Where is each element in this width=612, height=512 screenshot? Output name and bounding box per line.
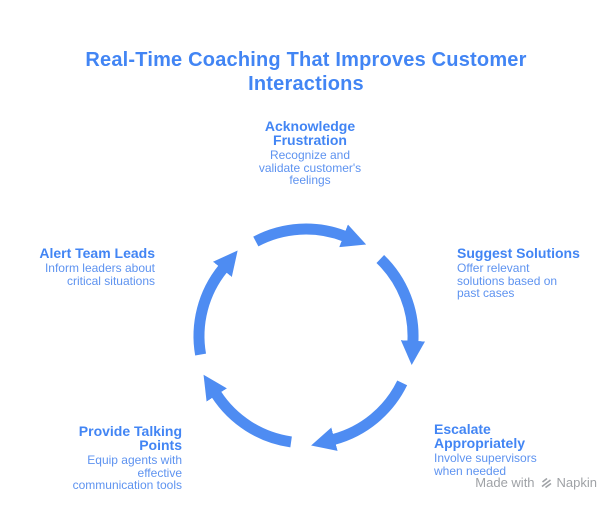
cycle-step-acknowledge-frustration: Acknowledge Frustration Recognize and va… <box>235 119 385 187</box>
step-description: Inform leaders about critical situations <box>44 261 155 288</box>
cycle-step-alert-team-leads: Alert Team Leads Inform leaders about cr… <box>25 246 155 287</box>
watermark-brand: Napkin <box>556 475 597 490</box>
cycle-arc-bottom-left <box>203 374 292 448</box>
step-heading: Alert Team Leads <box>39 245 155 261</box>
step-heading: Escalate Appropriately <box>434 421 526 451</box>
step-description: Offer relevant solutions based on past c… <box>457 261 558 300</box>
step-heading: Provide Talking Points <box>78 423 182 453</box>
watermark-prefix: Made with <box>475 475 535 490</box>
made-with-napkin-watermark[interactable]: Made with Napkin <box>475 475 597 490</box>
cycle-step-suggest-solutions: Suggest Solutions Offer relevant solutio… <box>457 246 602 300</box>
step-description: Involve supervisors when needed <box>434 451 537 478</box>
cycle-arc-bottom-right <box>311 380 408 451</box>
cycle-arc-right <box>376 255 426 365</box>
napkin-logo-icon <box>541 477 552 488</box>
step-description: Equip agents with effective communicatio… <box>72 453 182 492</box>
cycle-arc-top <box>253 223 367 248</box>
cycle-step-escalate-appropriately: Escalate Appropriately Involve superviso… <box>434 422 564 477</box>
step-description: Recognize and validate customer's feelin… <box>258 148 362 187</box>
step-heading: Acknowledge Frustration <box>264 118 356 148</box>
cycle-step-provide-talking-points: Provide Talking Points Equip agents with… <box>52 424 182 492</box>
step-heading: Suggest Solutions <box>457 245 580 261</box>
page-title: Real-Time Coaching That Improves Custome… <box>85 49 527 95</box>
cycle-arc-left <box>193 250 238 356</box>
